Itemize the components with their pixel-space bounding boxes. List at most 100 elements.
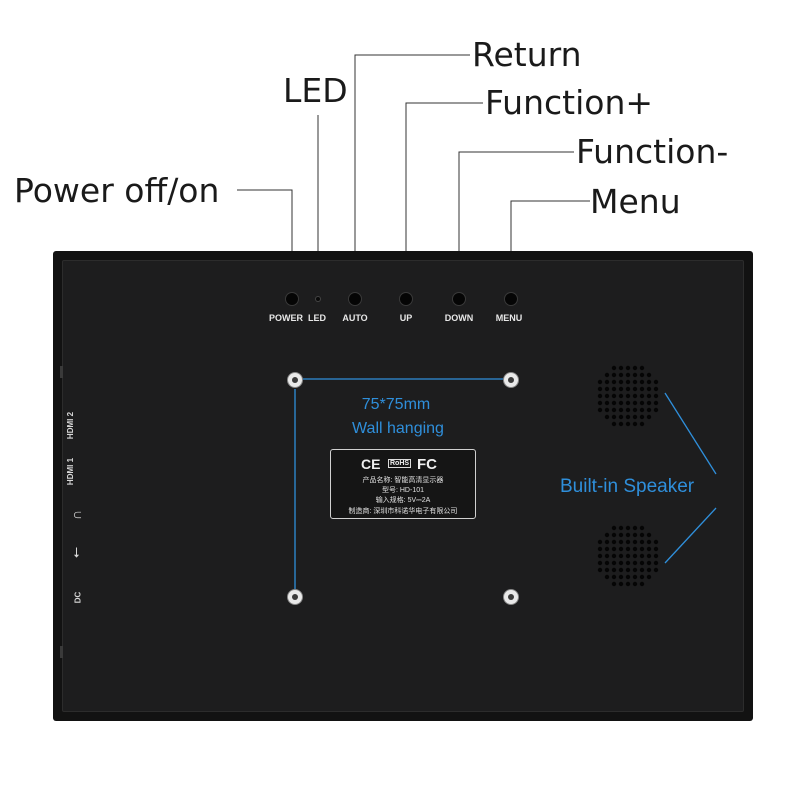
speaker-hole (604, 574, 610, 580)
monitor-back-panel: POWER LED AUTO UP DOWN MENU HDMI 2 HDMI … (53, 251, 753, 721)
speaker-hole (639, 407, 645, 413)
speaker-hole (646, 407, 652, 413)
speaker-hole (604, 414, 610, 420)
panel-surface (62, 260, 744, 712)
speaker-hole (646, 372, 652, 378)
speaker-hole (653, 567, 659, 573)
speaker-hole (639, 567, 645, 573)
speaker-hole (653, 386, 659, 392)
speaker-hole (632, 567, 638, 573)
speaker-hole (639, 414, 645, 420)
speaker-hole (618, 574, 624, 580)
speaker-hole (632, 581, 638, 587)
product-label-plate: CE RoHS FC 产品名称: 智能高清显示器 型号: HD-101 输入规格… (330, 449, 476, 519)
speaker-hole (604, 539, 610, 545)
speaker-hole (625, 539, 631, 545)
speaker-hole (611, 386, 617, 392)
speaker-hole (618, 400, 624, 406)
auto-button[interactable] (349, 293, 361, 305)
speaker-hole (653, 553, 659, 559)
speaker-hole (597, 393, 603, 399)
speaker-hole (625, 393, 631, 399)
speaker-hole (632, 539, 638, 545)
side-notch-bottom (60, 646, 63, 658)
vesa-desc-text: Wall hanging (352, 420, 444, 437)
up-button[interactable] (400, 293, 412, 305)
speaker-hole (611, 407, 617, 413)
input-line: 输入规格: 5V⎓2A (375, 497, 431, 504)
ce-mark: CE (361, 456, 381, 472)
vesa-screw-top-right (504, 373, 518, 387)
speaker-hole (653, 393, 659, 399)
up-button-label: UP (399, 313, 413, 323)
speaker-hole (646, 546, 652, 552)
speaker-hole (597, 407, 603, 413)
speaker-hole (618, 421, 624, 427)
speaker-hole (639, 546, 645, 552)
speaker-hole (611, 574, 617, 580)
down-button[interactable] (453, 293, 465, 305)
vesa-screw-top-left (288, 373, 302, 387)
vesa-screw-bottom-left (288, 590, 302, 604)
function-plus-callout: Function+ (485, 83, 654, 122)
speaker-hole (604, 560, 610, 566)
speaker-hole (618, 525, 624, 531)
speaker-hole (653, 407, 659, 413)
speaker-hole (646, 386, 652, 392)
speaker-hole (625, 574, 631, 580)
speaker-hole (611, 532, 617, 538)
speaker-hole (625, 407, 631, 413)
speaker-leader-lines (664, 392, 717, 564)
speaker-hole (632, 372, 638, 378)
speaker-hole (604, 407, 610, 413)
speaker-hole (597, 553, 603, 559)
speaker-hole (646, 400, 652, 406)
speaker-hole (646, 553, 652, 559)
speaker-hole (625, 567, 631, 573)
menu-button-label: MENU (495, 313, 523, 323)
speaker-hole (632, 525, 638, 531)
speaker-hole (639, 393, 645, 399)
speaker-hole (639, 400, 645, 406)
speaker-hole (597, 379, 603, 385)
menu-button[interactable] (505, 293, 517, 305)
speaker-hole (632, 400, 638, 406)
vesa-screw-bottom-right (504, 590, 518, 604)
speaker-hole (632, 532, 638, 538)
speaker-grille-bottom (597, 525, 659, 587)
speaker-hole (639, 421, 645, 427)
speaker-hole (618, 372, 624, 378)
speaker-hole (646, 567, 652, 573)
speaker-hole (604, 393, 610, 399)
speaker-hole (639, 574, 645, 580)
speaker-hole (611, 421, 617, 427)
speaker-hole (604, 553, 610, 559)
function-minus-callout: Function- (576, 132, 729, 171)
power-button[interactable] (286, 293, 298, 305)
speaker-hole (625, 560, 631, 566)
speaker-hole (653, 400, 659, 406)
speaker-hole (618, 539, 624, 545)
speaker-hole (646, 393, 652, 399)
speaker-hole (632, 546, 638, 552)
speaker-hole (618, 553, 624, 559)
speaker-hole (632, 407, 638, 413)
speaker-hole (632, 560, 638, 566)
speaker-hole (646, 379, 652, 385)
led-indicator (316, 297, 320, 301)
speaker-hole (639, 581, 645, 587)
speaker-hole (632, 553, 638, 559)
speaker-hole (611, 372, 617, 378)
speaker-hole (604, 386, 610, 392)
speaker-hole (646, 574, 652, 580)
speaker-hole (625, 386, 631, 392)
speaker-hole (625, 421, 631, 427)
speaker-hole (597, 567, 603, 573)
speaker-hole (646, 539, 652, 545)
maker-line: 制造商: 深圳市科诺华电子有限公司 (348, 508, 458, 515)
speaker-hole (611, 414, 617, 420)
function-minus-leader-line (458, 151, 574, 292)
speaker-hole (646, 560, 652, 566)
speaker-hole (597, 560, 603, 566)
